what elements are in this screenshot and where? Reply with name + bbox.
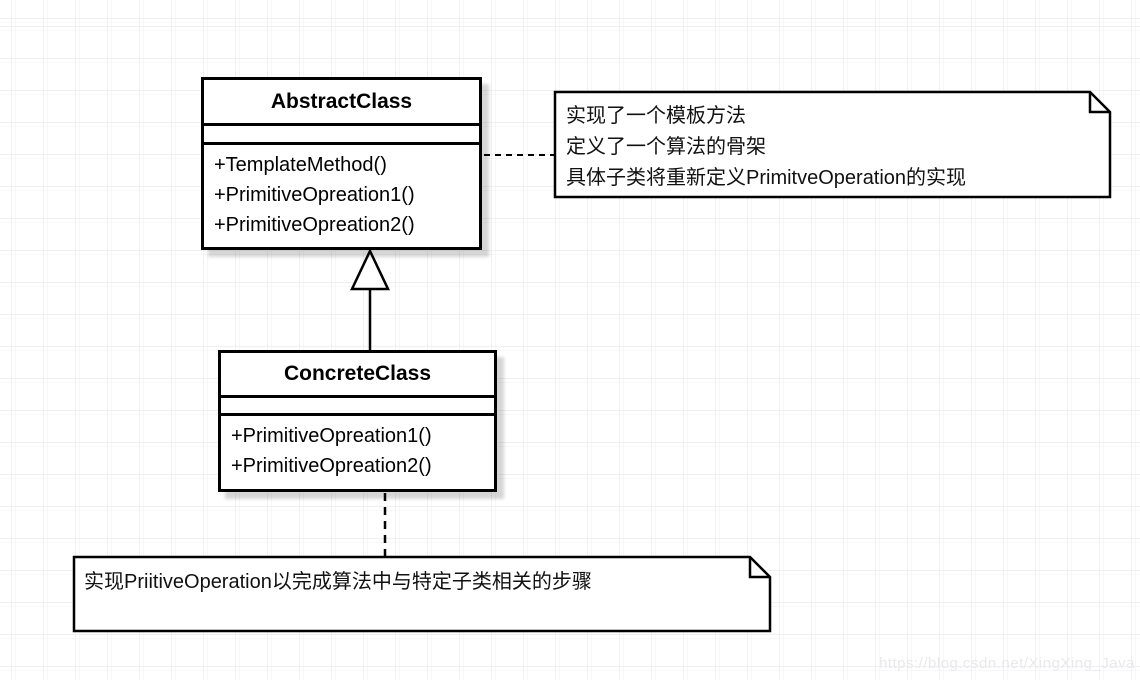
note-line: 定义了一个算法的骨架: [566, 136, 766, 158]
class-methods-compartment: +TemplateMethod() +PrimitiveOpreation1()…: [204, 145, 479, 247]
note-top-shape: [553, 90, 1112, 199]
method-item: +PrimitiveOpreation1(): [231, 425, 432, 447]
class-attributes-compartment: [221, 398, 494, 416]
watermark-url: https://blog.csdn.net/XingXing_Java: [879, 655, 1135, 672]
class-box-abstractclass: AbstractClass +TemplateMethod() +Primiti…: [201, 77, 482, 250]
note-bottom-fold-icon: [748, 557, 770, 579]
generalization-arrowhead-icon: [350, 248, 390, 291]
class-attributes-compartment: [204, 126, 479, 145]
method-item: +TemplateMethod(): [214, 154, 387, 176]
note-top-text: 实现了一个模板方法 定义了一个算法的骨架 具体子类将重新定义PrimitveOp…: [566, 101, 966, 194]
class-title: ConcreteClass: [221, 353, 494, 398]
note-line: 具体子类将重新定义PrimitveOperation的实现: [566, 167, 967, 189]
note-bottom-text: 实现PriitiveOperation以完成算法中与特定子类相关的步骤: [84, 567, 592, 598]
note-line: 实现了一个模板方法: [566, 105, 746, 127]
class-title: AbstractClass: [204, 80, 479, 126]
note-top-fold-icon: [1088, 92, 1110, 114]
note-line: 实现PriitiveOperation以完成算法中与特定子类相关的步骤: [84, 571, 592, 593]
note-bottom-shape: [72, 555, 772, 633]
class-box-concreteclass: ConcreteClass +PrimitiveOpreation1() +Pr…: [218, 350, 497, 492]
class-methods-compartment: +PrimitiveOpreation1() +PrimitiveOpreati…: [221, 416, 494, 489]
method-item: +PrimitiveOpreation1(): [214, 184, 415, 206]
method-item: +PrimitiveOpreation2(): [231, 455, 432, 477]
method-item: +PrimitiveOpreation2(): [214, 214, 415, 236]
